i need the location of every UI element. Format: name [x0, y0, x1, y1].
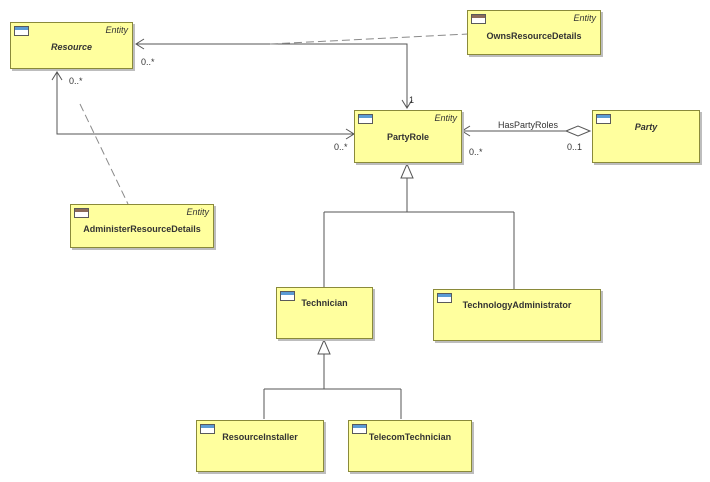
dashed-link-administer	[79, 103, 129, 205]
class-name: ResourceInstaller	[222, 432, 298, 442]
multiplicity-partyrole-top: 1	[409, 95, 415, 105]
stereotype-label: Entity	[573, 13, 596, 23]
entity-icon	[280, 291, 295, 301]
class-name: TechnologyAdministrator	[462, 300, 572, 310]
class-resource-installer[interactable]: ResourceInstaller	[196, 420, 324, 472]
stereotype-label: Entity	[105, 25, 128, 35]
class-telecom-technician[interactable]: TelecomTechnician	[348, 420, 472, 472]
entity-icon	[358, 114, 373, 124]
multiplicity-resource-top: 0..*	[141, 57, 155, 67]
class-name: Party	[634, 122, 658, 132]
entity-icon	[596, 114, 611, 124]
entity-icon	[14, 26, 29, 36]
multiplicity-resource-left: 0..*	[69, 76, 83, 86]
entity-icon	[352, 424, 367, 434]
association-class-icon	[74, 208, 89, 218]
class-name: OwnsResourceDetails	[486, 31, 582, 41]
association-resource-partyrole-top	[136, 43, 408, 108]
class-name: TelecomTechnician	[368, 432, 452, 442]
dashed-link-owns	[269, 33, 469, 45]
multiplicity-partyrole-left: 0..*	[334, 142, 348, 152]
multiplicity-partyrole-right: 0..*	[469, 147, 483, 157]
arrowhead-resource-left	[51, 71, 63, 81]
entity-icon	[437, 293, 452, 303]
generalization-triangle-technician	[317, 338, 331, 355]
association-name-has-party-roles: HasPartyRoles	[498, 120, 559, 130]
class-technician[interactable]: Technician	[276, 287, 373, 339]
stereotype-label: Entity	[434, 113, 457, 123]
class-party[interactable]: Party	[592, 110, 700, 163]
class-party-role[interactable]: Entity PartyRole	[354, 110, 462, 163]
aggregation-diamond	[564, 125, 592, 137]
class-name: AdministerResourceDetails	[83, 224, 201, 234]
association-class-icon	[471, 14, 486, 24]
class-name: Resource	[50, 42, 93, 52]
multiplicity-party: 0..1	[567, 142, 583, 152]
stereotype-label: Entity	[186, 207, 209, 217]
class-owns-resource-details[interactable]: Entity OwnsResourceDetails	[467, 10, 601, 55]
class-technology-administrator[interactable]: TechnologyAdministrator	[433, 289, 601, 341]
entity-icon	[200, 424, 215, 434]
generalization-triangle-partyrole	[400, 162, 414, 179]
class-name: PartyRole	[386, 132, 430, 142]
class-resource[interactable]: Entity Resource	[10, 22, 133, 69]
class-name: Technician	[301, 298, 348, 308]
arrowhead-partyrole-right	[461, 125, 471, 137]
arrowhead-partyrole-top	[401, 99, 413, 109]
class-administer-resource-details[interactable]: Entity AdministerResourceDetails	[70, 204, 214, 248]
arrowhead-resource-top	[135, 38, 145, 50]
association-resource-partyrole-left	[56, 72, 354, 135]
